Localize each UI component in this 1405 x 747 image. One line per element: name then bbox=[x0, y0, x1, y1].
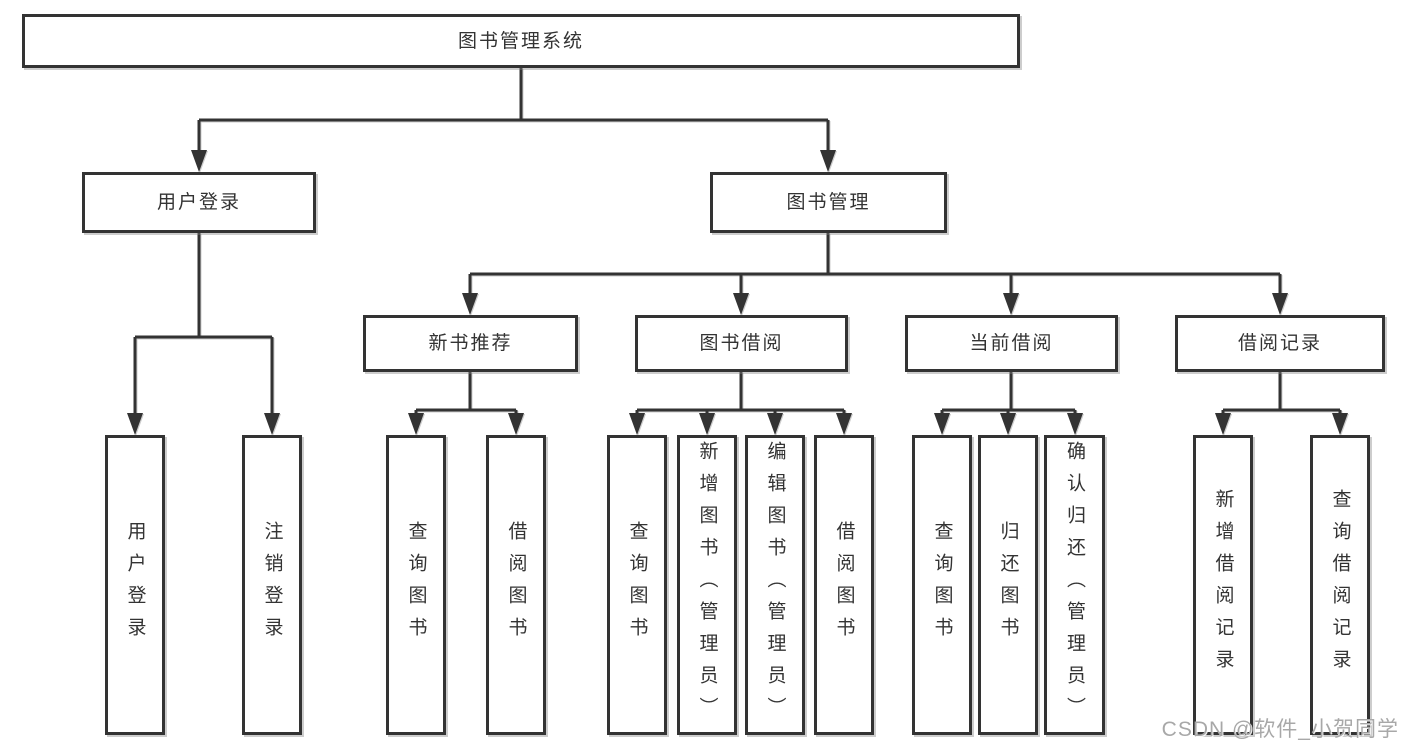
node-label: 图书管理系统 bbox=[457, 30, 584, 52]
leaf-add-book-admin: 新增图书（管理员） bbox=[677, 435, 737, 735]
leaf-borrow-books-recommend: 借阅图书 bbox=[486, 435, 546, 735]
leaf-borrow-books: 借阅图书 bbox=[814, 435, 874, 735]
leaf-user-login: 用户登录 bbox=[105, 435, 165, 735]
leaf-label: 编辑图书（管理员） bbox=[764, 441, 786, 729]
node-library-system: 图书管理系统 bbox=[22, 14, 1020, 68]
leaf-label: 查询图书 bbox=[405, 521, 427, 649]
leaf-logout: 注销登录 bbox=[242, 435, 302, 735]
connector-new-book-recommend bbox=[414, 372, 518, 415]
node-borrow-records: 借阅记录 bbox=[1175, 315, 1385, 372]
connector-current-borrow bbox=[940, 372, 1077, 415]
node-book-management: 图书管理 bbox=[710, 172, 947, 233]
leaf-label: 查询借阅记录 bbox=[1329, 489, 1351, 681]
watermark: CSDN @软件_小贺同学 bbox=[1161, 718, 1399, 741]
leaf-edit-book-admin: 编辑图书（管理员） bbox=[745, 435, 805, 735]
leaf-confirm-return-admin: 确认归还（管理员） bbox=[1044, 435, 1105, 735]
leaf-label: 用户登录 bbox=[124, 521, 146, 649]
leaf-query-borrow-record: 查询借阅记录 bbox=[1310, 435, 1370, 735]
node-book-borrow: 图书借阅 bbox=[635, 315, 848, 372]
leaf-label: 借阅图书 bbox=[833, 521, 855, 649]
node-new-book-recommend: 新书推荐 bbox=[363, 315, 578, 372]
node-label: 用户登录 bbox=[156, 192, 241, 213]
leaf-label: 借阅图书 bbox=[505, 521, 527, 649]
node-user-login: 用户登录 bbox=[82, 172, 316, 233]
leaf-label: 归还图书 bbox=[997, 521, 1019, 649]
node-current-borrow: 当前借阅 bbox=[905, 315, 1118, 372]
leaf-query-books-current: 查询图书 bbox=[912, 435, 972, 735]
leaf-label: 新增借阅记录 bbox=[1212, 489, 1234, 681]
leaf-return-books: 归还图书 bbox=[978, 435, 1038, 735]
connector-book-management bbox=[468, 233, 1282, 295]
connector-book-borrow bbox=[635, 372, 846, 415]
node-label: 新书推荐 bbox=[428, 333, 513, 354]
leaf-label: 查询图书 bbox=[931, 521, 953, 649]
connector-user-login bbox=[133, 233, 274, 415]
connector-root bbox=[197, 68, 830, 152]
leaf-query-books-borrow: 查询图书 bbox=[607, 435, 667, 735]
node-label: 当前借阅 bbox=[969, 333, 1054, 354]
leaf-label: 注销登录 bbox=[261, 521, 283, 649]
leaf-add-borrow-record: 新增借阅记录 bbox=[1193, 435, 1253, 735]
leaf-label: 确认归还（管理员） bbox=[1064, 441, 1085, 729]
leaf-label: 新增图书（管理员） bbox=[696, 441, 718, 729]
leaf-query-books-recommend: 查询图书 bbox=[386, 435, 446, 735]
node-label: 图书管理 bbox=[786, 192, 871, 213]
connector-borrow-records bbox=[1221, 372, 1342, 415]
node-label: 图书借阅 bbox=[699, 333, 784, 354]
leaf-label: 查询图书 bbox=[626, 521, 648, 649]
node-label: 借阅记录 bbox=[1237, 333, 1322, 354]
